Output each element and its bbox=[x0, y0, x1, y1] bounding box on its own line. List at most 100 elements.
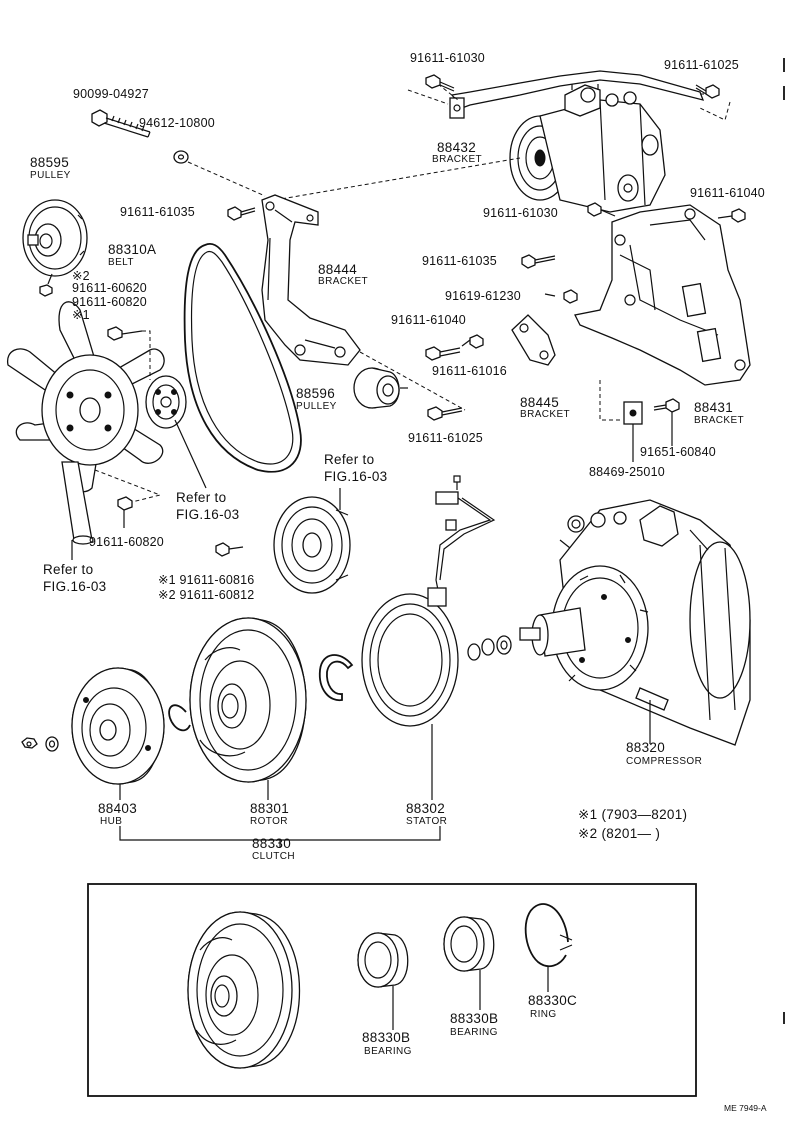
bolt-91611-61035-a-drawing bbox=[227, 206, 256, 221]
label-91611-61030-top: 91611-61030 bbox=[410, 51, 485, 65]
label-91611-61016: 91611-61016 bbox=[432, 364, 507, 378]
label-88444: 88444 bbox=[318, 262, 358, 277]
leader-refer-b bbox=[174, 419, 207, 489]
bracket-88431-drawing bbox=[574, 204, 751, 386]
bolt-91611-61040-mid-drawing bbox=[425, 346, 461, 361]
snap-ring-drawing bbox=[318, 654, 354, 702]
wire-connector-drawing bbox=[435, 475, 496, 601]
fan-drawing bbox=[7, 301, 165, 545]
label-90099-04927: 90099-04927 bbox=[73, 87, 149, 101]
label-88432-name: BRACKET bbox=[432, 154, 483, 165]
label-88595-name: PULLEY bbox=[30, 170, 71, 181]
belt-88310A-drawing bbox=[183, 242, 302, 473]
label-91611-61035-b: 91611-61035 bbox=[422, 254, 497, 268]
washer-94612-10800-drawing bbox=[173, 150, 189, 164]
label-88330C: 88330C bbox=[528, 993, 578, 1008]
bolt-91611-61025-mid-drawing bbox=[427, 406, 463, 421]
label-88301-name: ROTOR bbox=[250, 816, 288, 827]
bolt-91611-61030-top bbox=[425, 74, 455, 92]
compressor-88320-drawing bbox=[519, 499, 751, 746]
dash-88431-lower bbox=[599, 380, 620, 421]
bearing-a-drawing bbox=[357, 932, 409, 988]
label-88320: 88320 bbox=[626, 740, 666, 755]
note-mark1: ※1 91611-60816 bbox=[158, 573, 255, 587]
top-compressor-drawing bbox=[509, 84, 666, 213]
mark2-a: ※2 bbox=[72, 269, 90, 283]
label-88403: 88403 bbox=[98, 801, 138, 816]
label-88431-name: BRACKET bbox=[694, 415, 745, 426]
label-91619-61230: 91619-61230 bbox=[445, 289, 521, 303]
bolt-88595-small bbox=[39, 273, 53, 297]
rotor-88301-drawing bbox=[189, 617, 307, 783]
dash-88444-right bbox=[359, 351, 466, 411]
label-91611-61030-mid: 91611-61030 bbox=[483, 206, 558, 220]
label-94612-10800: 94612-10800 bbox=[139, 116, 215, 130]
nut-washer-drawing bbox=[21, 736, 59, 752]
pulley-mid-drawing bbox=[273, 496, 351, 594]
plate-88469-drawing bbox=[623, 401, 643, 425]
label-88302-name: STATOR bbox=[406, 816, 448, 827]
bolt-91619-61230-drawing bbox=[544, 289, 578, 304]
rotor-detail-drawing bbox=[187, 911, 301, 1069]
label-88310A-name: BELT bbox=[108, 257, 134, 268]
label-91611-61025-mid: 91611-61025 bbox=[408, 431, 483, 445]
label-88403-name: HUB bbox=[100, 816, 123, 827]
bracket-88444-drawing bbox=[261, 194, 361, 366]
footer-code: ME 7949-A bbox=[724, 1103, 767, 1113]
label-88596-name: PULLEY bbox=[296, 401, 337, 412]
label-88320-name: COMPRESSOR bbox=[626, 756, 703, 767]
bolt-note-drawing bbox=[215, 542, 244, 557]
label-91611-61040-right: 91611-61040 bbox=[690, 186, 765, 200]
label-91611-61040-mid: 91611-61040 bbox=[391, 313, 466, 327]
label-88445-name: BRACKET bbox=[520, 409, 571, 420]
dash-fan-lower bbox=[94, 469, 162, 503]
bracket-88445-drawing bbox=[511, 314, 556, 366]
legend-mark2: ※2 (8201— ) bbox=[578, 826, 661, 841]
label-91611-61035-a: 91611-61035 bbox=[120, 205, 195, 219]
washers-drawing bbox=[467, 635, 512, 661]
refer-b-line1: Refer to bbox=[176, 490, 227, 505]
label-88330C-name: RING bbox=[530, 1009, 557, 1020]
bracket-88432-drawing bbox=[407, 70, 731, 121]
mark1-a: ※1 bbox=[72, 308, 90, 322]
label-88330B-b-name: BEARING bbox=[450, 1027, 498, 1038]
bearing-b-drawing bbox=[443, 916, 495, 972]
label-88330B-a-name: BEARING bbox=[364, 1046, 412, 1057]
refer-c-line2: FIG.16-03 bbox=[324, 469, 388, 484]
bolt-91611-61040-right-drawing bbox=[717, 208, 746, 223]
bolt-90099-04927-drawing bbox=[91, 109, 151, 138]
bolt-fan-lower-drawing bbox=[117, 496, 133, 528]
label-88330B-b: 88330B bbox=[450, 1011, 499, 1026]
dash-washer-bracket bbox=[187, 161, 266, 197]
label-88432: 88432 bbox=[437, 140, 477, 155]
dash-mark1 bbox=[142, 330, 151, 380]
label-91611-60620: 91611-60620 bbox=[72, 281, 147, 295]
note-mark2: ※2 91611-60812 bbox=[158, 588, 255, 602]
label-88301: 88301 bbox=[250, 801, 290, 816]
label-88431: 88431 bbox=[694, 400, 734, 415]
label-88469-25010: 88469-25010 bbox=[589, 465, 665, 479]
label-88330-name: CLUTCH bbox=[252, 851, 295, 862]
refer-b-line2: FIG.16-03 bbox=[176, 507, 240, 522]
bolt-91651-60840-drawing bbox=[653, 398, 680, 413]
fan-hub-drawing bbox=[145, 375, 187, 429]
label-88445: 88445 bbox=[520, 395, 560, 410]
hub-88403-drawing bbox=[71, 667, 165, 785]
label-91611-60820-a: 91611-60820 bbox=[72, 295, 147, 309]
ring-c-drawing bbox=[524, 903, 573, 968]
small-ring-drawing bbox=[168, 704, 191, 732]
pulley-88595-drawing bbox=[22, 199, 88, 277]
label-88444-name: BRACKET bbox=[318, 276, 369, 287]
bolt-91611-61025-top bbox=[695, 84, 720, 99]
label-88302: 88302 bbox=[406, 801, 446, 816]
stator-88302-drawing bbox=[361, 587, 459, 727]
dash-bracket-compressor bbox=[274, 157, 521, 201]
bolt-91611-61030-mid-drawing bbox=[587, 202, 616, 217]
label-88596: 88596 bbox=[296, 386, 336, 401]
label-91651-60840: 91651-60840 bbox=[640, 445, 716, 459]
label-91611-60820-b: 91611-60820 bbox=[89, 535, 164, 549]
bolt-mark1-drawing bbox=[107, 326, 143, 341]
label-88330B-a: 88330B bbox=[362, 1030, 411, 1045]
bolt-91611-61016-drawing bbox=[461, 334, 484, 349]
label-88310A: 88310A bbox=[108, 242, 157, 257]
